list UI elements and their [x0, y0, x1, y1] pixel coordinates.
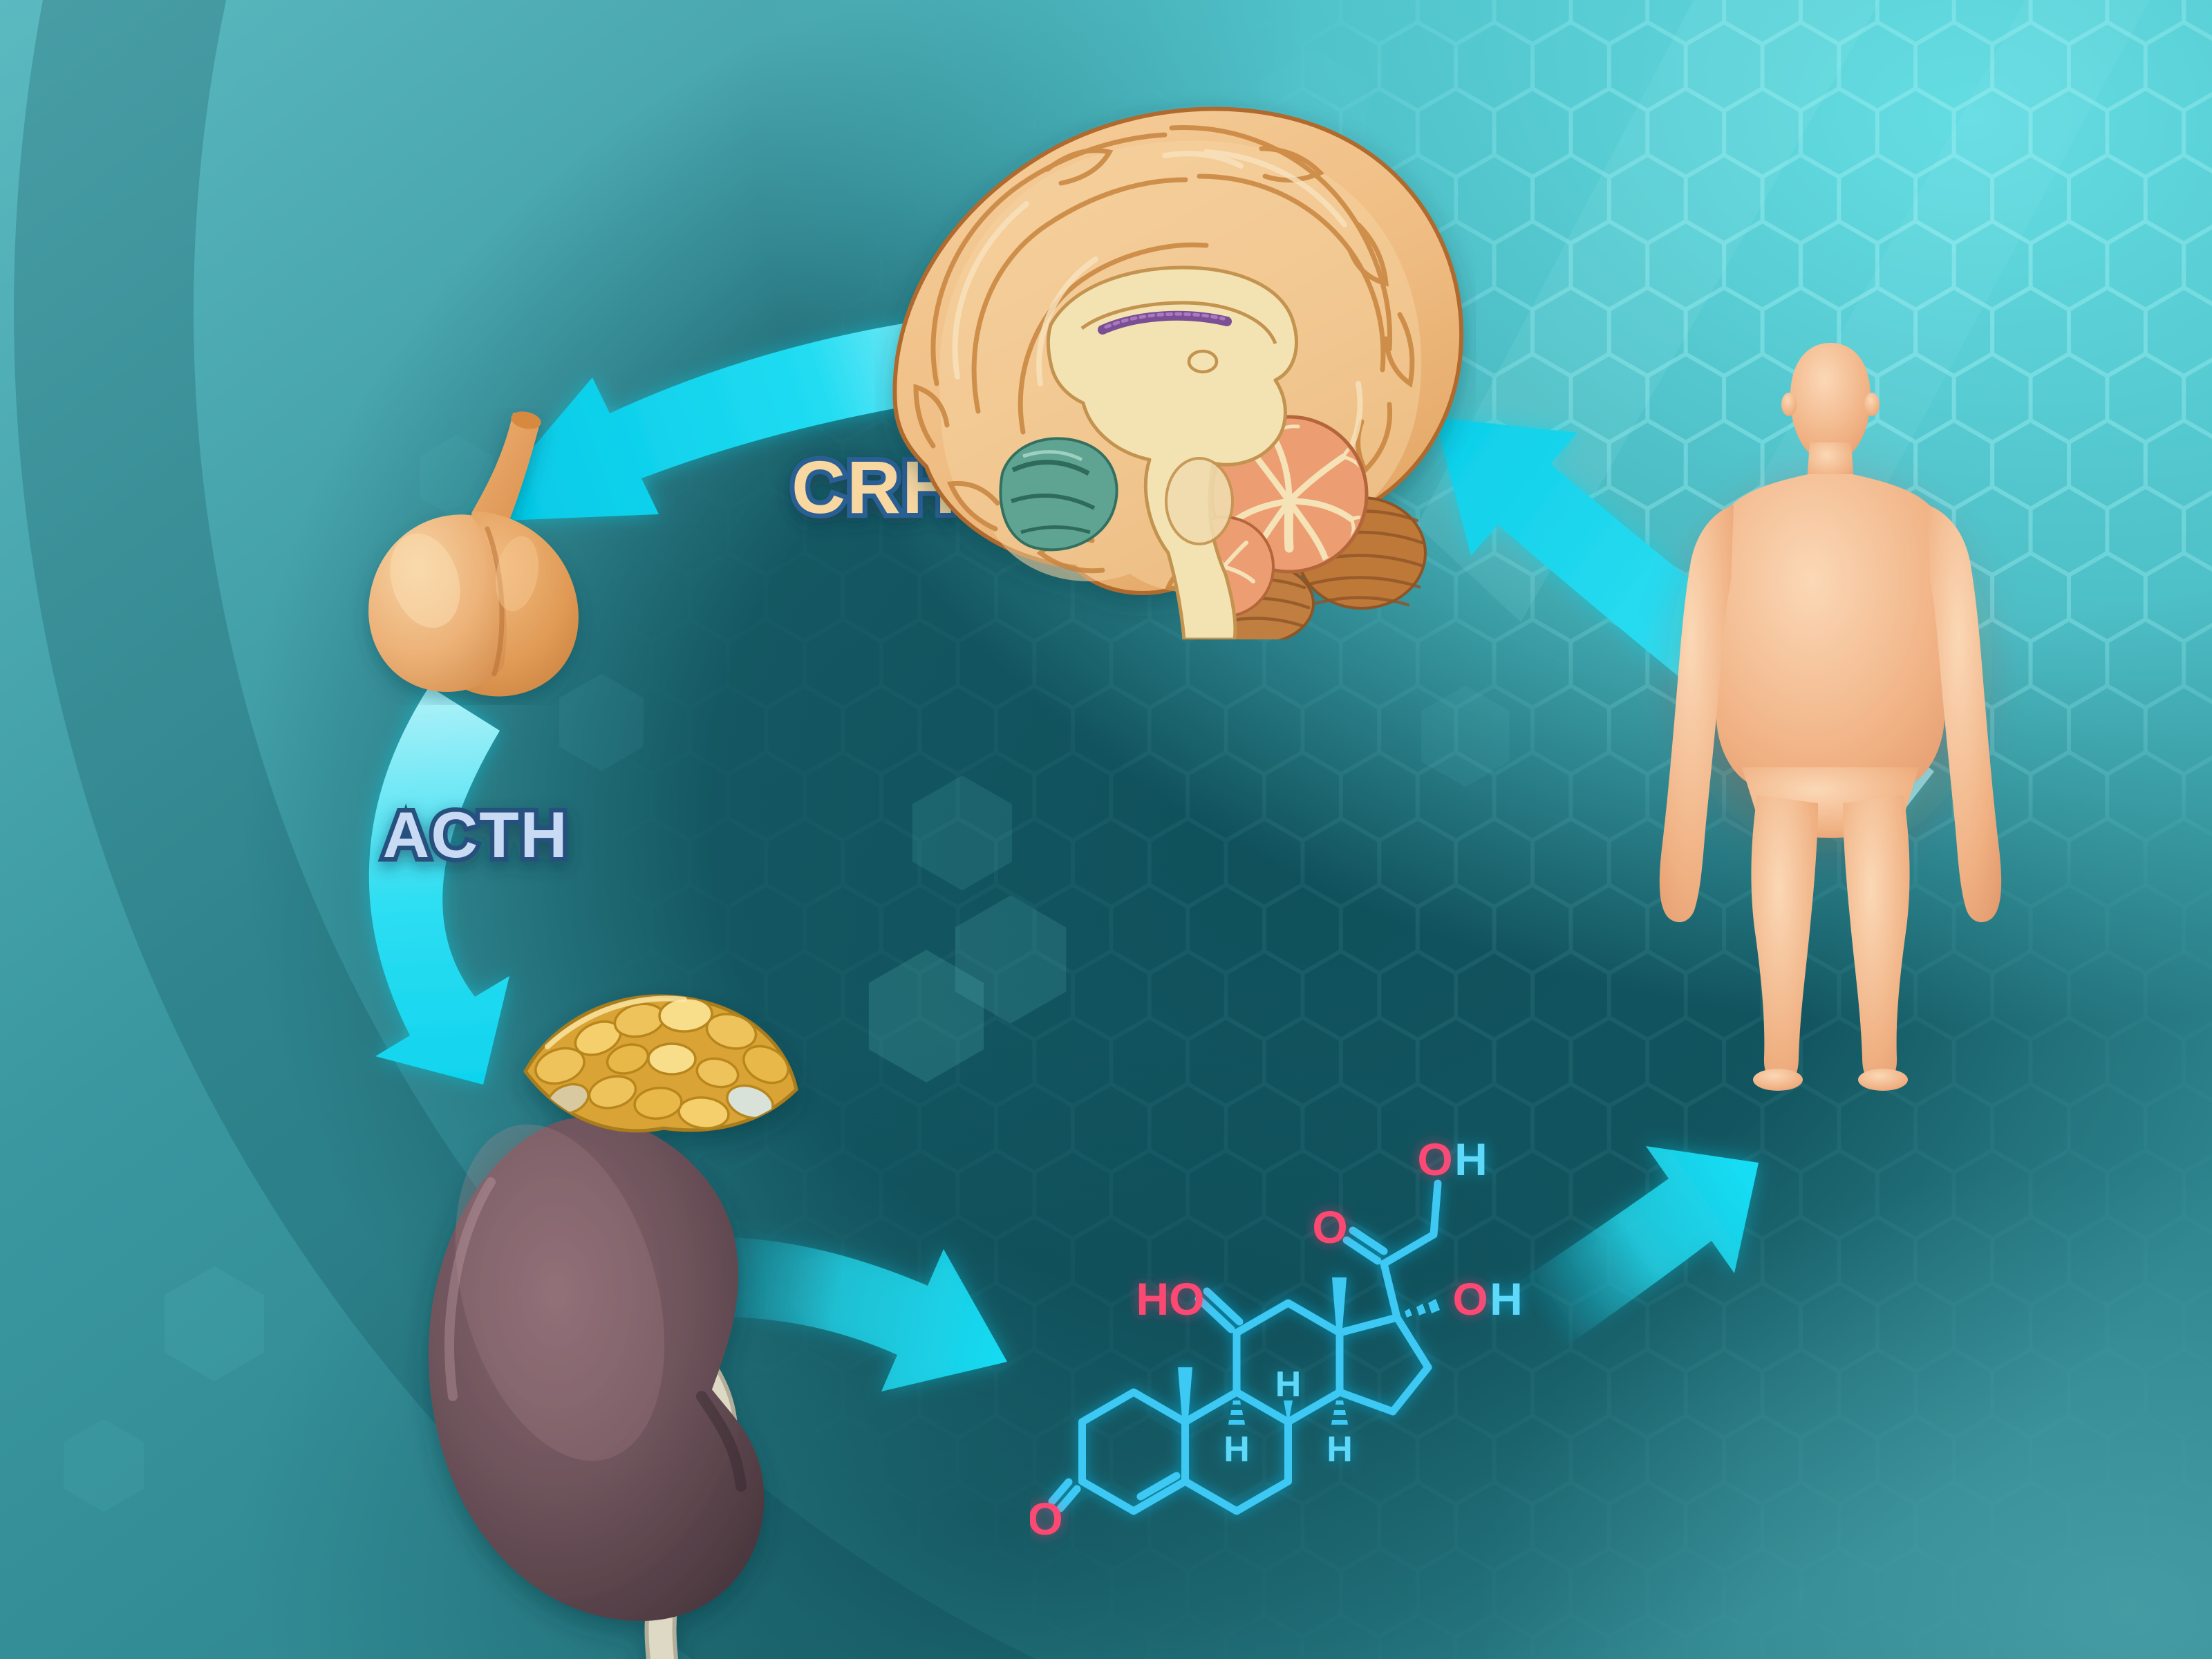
background-swoosh [14, 0, 1037, 1659]
kidney-adrenal-illustration [428, 994, 798, 1659]
corpus-callosum-brainstem [1046, 265, 1298, 639]
cortisol-molecule: HO O O O O H H H H H [1030, 1134, 1523, 1544]
atom-label-h-c14: H [1327, 1430, 1353, 1470]
atom-label-oh21-h: H [1454, 1134, 1488, 1185]
pituitary-stalk [471, 412, 539, 532]
adrenal-gland [523, 994, 798, 1133]
atom-label-ho-c11: HO [1136, 1273, 1205, 1324]
human-body-illustration [1652, 343, 2009, 1091]
acth-arrow [368, 686, 509, 1085]
decorative-hexagons [63, 48, 1510, 1512]
atom-label-o-c20: O [1312, 1201, 1347, 1253]
body-shape [1659, 343, 2002, 1091]
brain-illustration [892, 106, 1463, 639]
crh-arrow [470, 309, 1020, 522]
atom-label-oh17-o: O [1452, 1273, 1488, 1324]
limbic-structure [999, 437, 1118, 552]
atom-label-h-c8: H [1275, 1365, 1302, 1405]
atom-label-o-c3: O [1030, 1493, 1063, 1544]
atom-label-oh17-h: H [1490, 1273, 1523, 1324]
pituitary-gland-illustration [368, 411, 579, 697]
molecule-bonds [1048, 1179, 1442, 1515]
adrenal-to-cortisol-arrow [689, 1237, 1007, 1391]
molecule-atom-labels: HO O O O O H H H H H [1030, 1134, 1523, 1544]
atom-label-oh21-o: O [1417, 1134, 1452, 1185]
cortisol-to-body-arrow [1515, 1146, 1759, 1350]
acth-label: ACTH [382, 798, 568, 871]
atom-label-h-c9: H [1224, 1430, 1250, 1470]
